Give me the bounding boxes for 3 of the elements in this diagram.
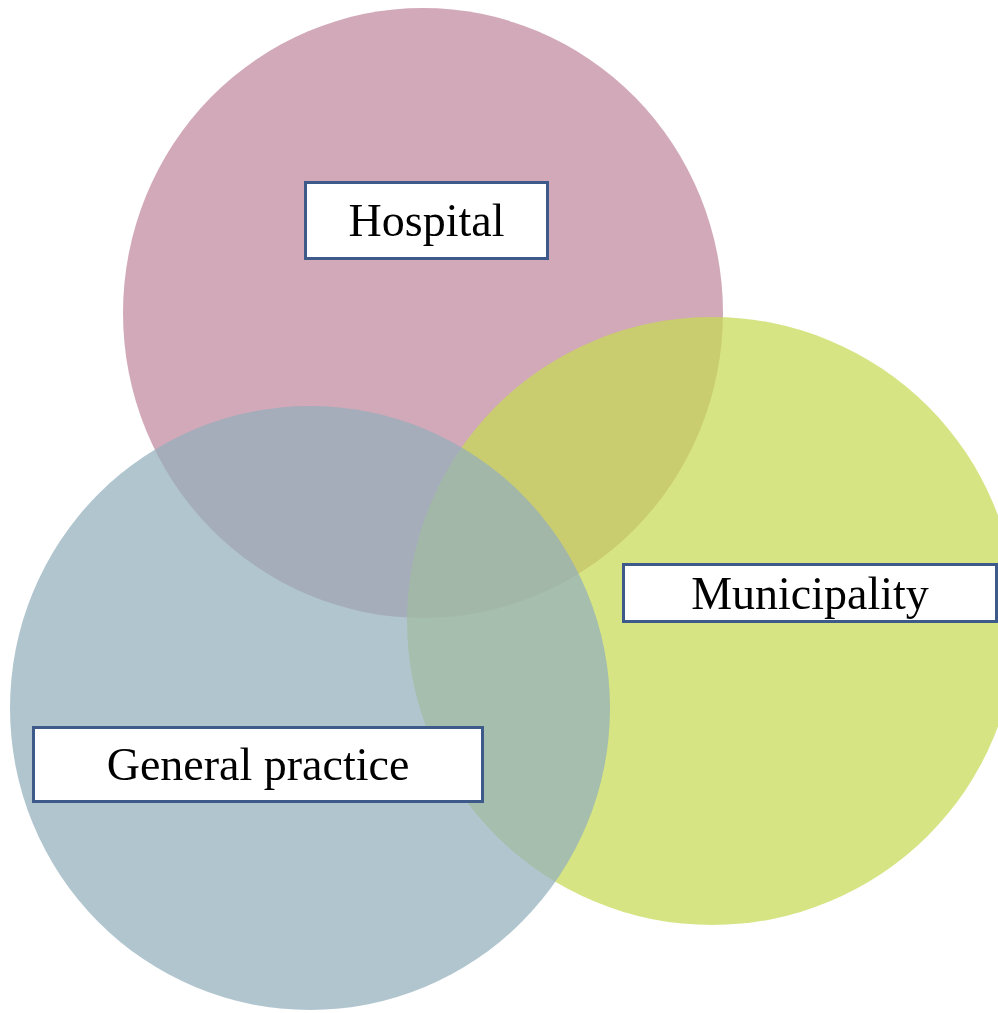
circle-label: Hospital xyxy=(304,181,549,260)
circle-label: Municipality xyxy=(622,563,998,623)
circle-label: General practice xyxy=(32,726,484,803)
